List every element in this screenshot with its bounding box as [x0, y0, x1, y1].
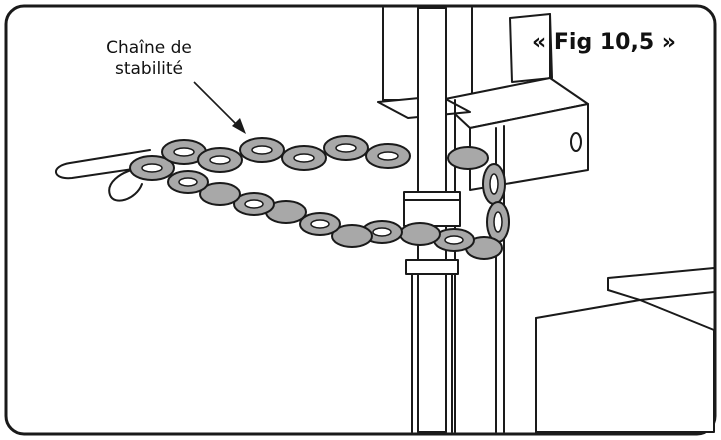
- callout-line-2: stabilité: [114, 59, 184, 79]
- chain-link: [331, 224, 373, 248]
- callout-label: Chaîne de stabilité: [84, 38, 214, 80]
- stability-chain: [129, 135, 510, 260]
- callout-line-1: Chaîne de: [106, 38, 192, 58]
- chain-link: [447, 146, 489, 170]
- chain-link-holes: [141, 143, 503, 245]
- figure-title: « Fig 10,5 »: [532, 30, 676, 55]
- chain-link: [399, 222, 441, 246]
- callout-arrow: [193, 81, 246, 134]
- machine-body: [535, 267, 715, 433]
- chain-link: [199, 182, 241, 206]
- chain-hook: [55, 149, 151, 202]
